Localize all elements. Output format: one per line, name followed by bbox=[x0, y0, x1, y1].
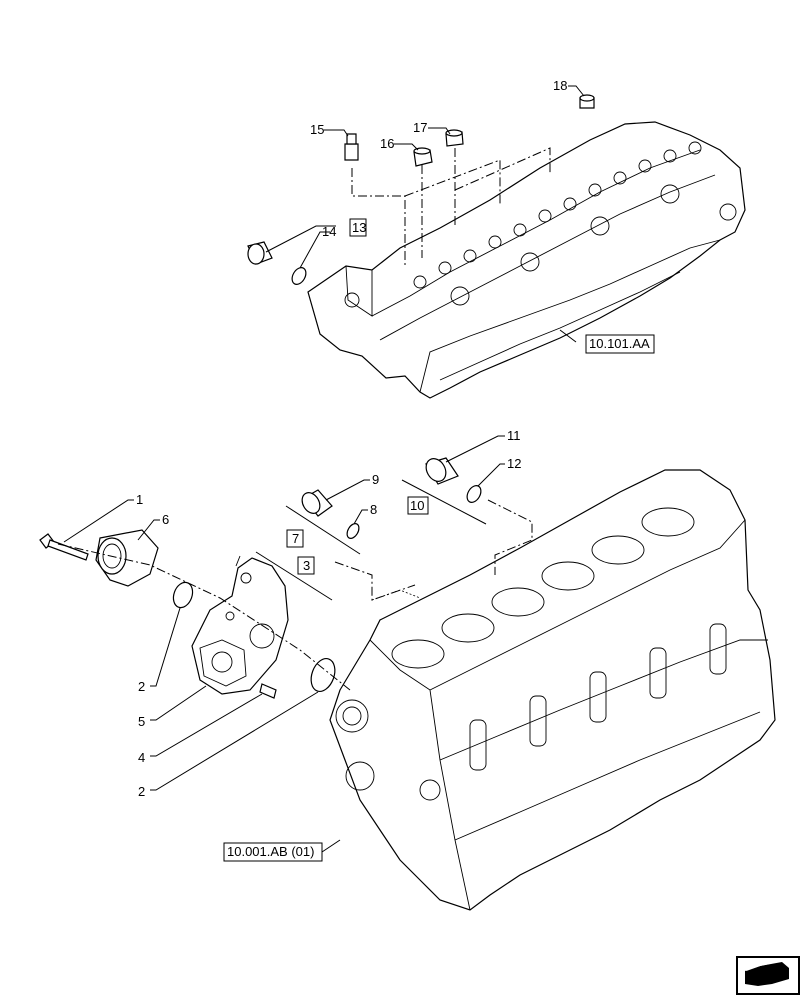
callout-17: 17 bbox=[413, 120, 427, 135]
callout-5: 5 bbox=[138, 714, 145, 729]
callout-2-lower: 2 bbox=[138, 784, 145, 799]
plug-17 bbox=[445, 129, 464, 147]
o-ring-12 bbox=[466, 485, 482, 503]
plug-18 bbox=[579, 94, 595, 109]
o-ring-2-upper bbox=[172, 581, 194, 609]
callout-1: 1 bbox=[136, 492, 143, 507]
o-ring-2-lower bbox=[310, 657, 336, 693]
plug-9 bbox=[301, 489, 333, 517]
plug-13 bbox=[247, 241, 273, 265]
callout-13: 13 bbox=[352, 220, 366, 235]
callout-8: 8 bbox=[370, 502, 377, 517]
plug-11 bbox=[425, 457, 459, 485]
callout-10: 10 bbox=[410, 498, 424, 513]
next-page-arrow-icon[interactable] bbox=[736, 956, 800, 995]
boxed-callout-13: 13 bbox=[349, 218, 367, 237]
callout-3: 3 bbox=[303, 558, 310, 573]
reference-engine-block[interactable]: 10.001.AB (01) bbox=[223, 842, 323, 862]
o-ring-14 bbox=[291, 267, 307, 285]
reference-cylinder-head-label: 10.101.AA bbox=[589, 336, 650, 351]
leader-lines bbox=[63, 85, 585, 853]
boxed-callout-7: 7 bbox=[286, 529, 304, 548]
callout-16: 16 bbox=[380, 136, 394, 151]
callout-4: 4 bbox=[138, 750, 145, 765]
gasket-flange-6 bbox=[95, 529, 159, 587]
callout-11: 11 bbox=[507, 428, 521, 443]
callout-14: 14 bbox=[322, 224, 336, 239]
o-ring-8 bbox=[346, 523, 360, 539]
thermostat-housing-5 bbox=[191, 555, 289, 695]
callout-9: 9 bbox=[372, 472, 379, 487]
callout-2-upper: 2 bbox=[138, 679, 145, 694]
boxed-callout-3: 3 bbox=[297, 556, 315, 575]
engine-block bbox=[329, 469, 776, 911]
callout-12: 12 bbox=[507, 456, 521, 471]
plug-16 bbox=[413, 147, 433, 167]
callout-18: 18 bbox=[553, 78, 567, 93]
callout-7: 7 bbox=[292, 531, 299, 546]
reference-cylinder-head[interactable]: 10.101.AA bbox=[585, 334, 655, 354]
reference-engine-block-label: 10.001.AB (01) bbox=[227, 844, 314, 859]
boxed-callout-10: 10 bbox=[407, 496, 429, 515]
callout-15: 15 bbox=[310, 122, 324, 137]
pin-4 bbox=[259, 683, 277, 699]
callout-6: 6 bbox=[162, 512, 169, 527]
cylinder-head bbox=[307, 121, 746, 399]
bolt-1 bbox=[39, 533, 89, 561]
fitting-15 bbox=[344, 133, 359, 161]
